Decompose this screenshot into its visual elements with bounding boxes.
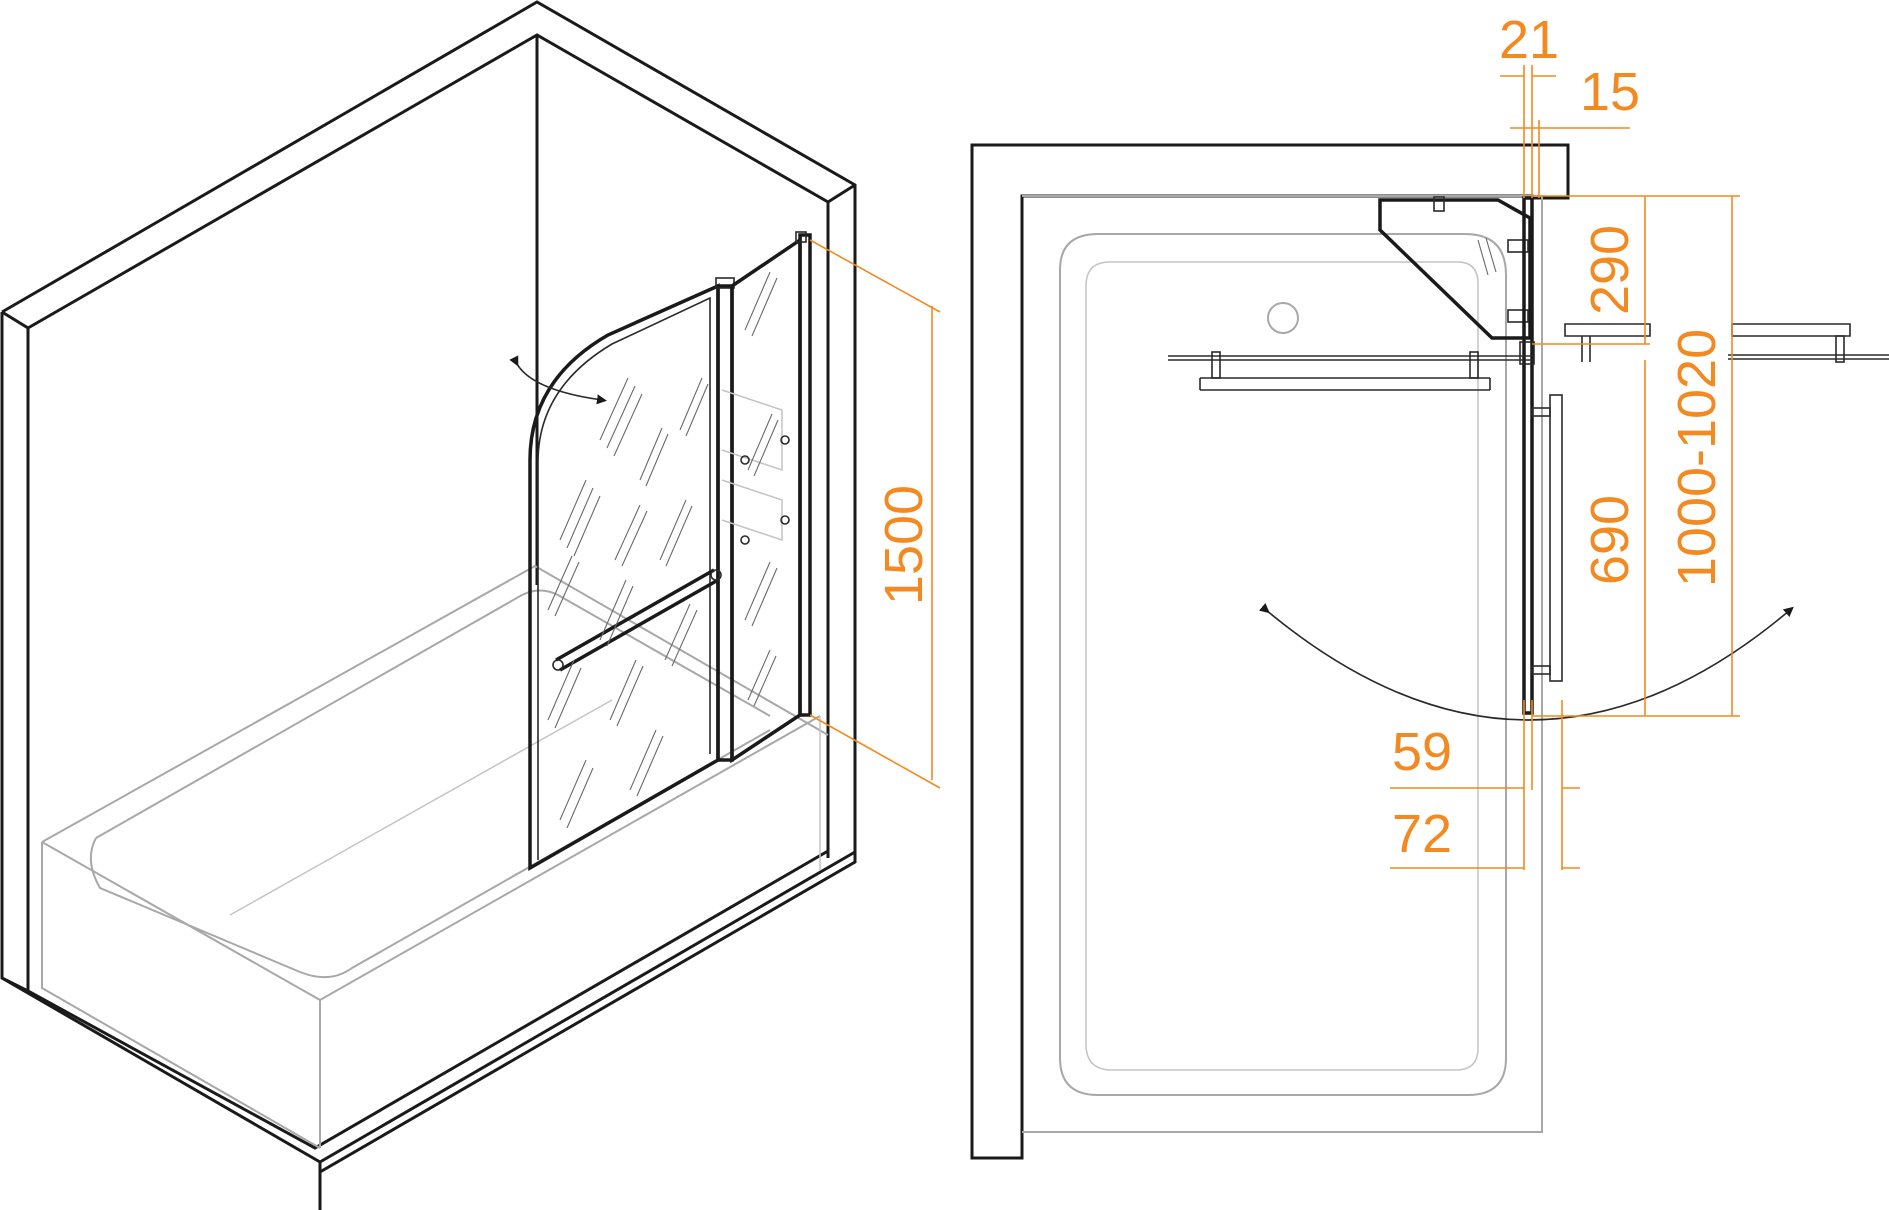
- towel-bars-plan: [1168, 323, 1889, 682]
- bathtub-plan: [1022, 195, 1543, 1133]
- dimension-total-width-label: 1000-1020: [1667, 329, 1727, 587]
- isometric-view: 1500: [0, 0, 941, 1210]
- plan-view: 21 15 290 690 1000-1020 59 72: [970, 10, 1889, 1160]
- dimension-profile-offset-label: 15: [1580, 62, 1640, 122]
- glass-door-panel: [509, 231, 812, 872]
- fixed-panel-plan: [1378, 196, 1535, 715]
- glass-texture: [547, 271, 779, 829]
- dimension-right: 290 690 1000-1020: [1532, 195, 1740, 717]
- dimension-top: 21 15: [1499, 10, 1640, 198]
- dimension-door-panel-label: 690: [1580, 495, 1640, 585]
- dimension-handle-depth-label: 72: [1392, 804, 1452, 864]
- dimension-bottom: 59 72: [1390, 700, 1580, 870]
- swing-arc: [1258, 602, 1794, 721]
- dimension-fixed-panel-label: 290: [1580, 225, 1640, 315]
- dimension-profile-width-label: 21: [1499, 10, 1559, 70]
- dimension-height-label: 1500: [874, 485, 934, 605]
- dimension-handle-offset-label: 59: [1392, 722, 1452, 782]
- dimension-height: 1500: [809, 239, 941, 789]
- room-walls: [0, 0, 857, 1210]
